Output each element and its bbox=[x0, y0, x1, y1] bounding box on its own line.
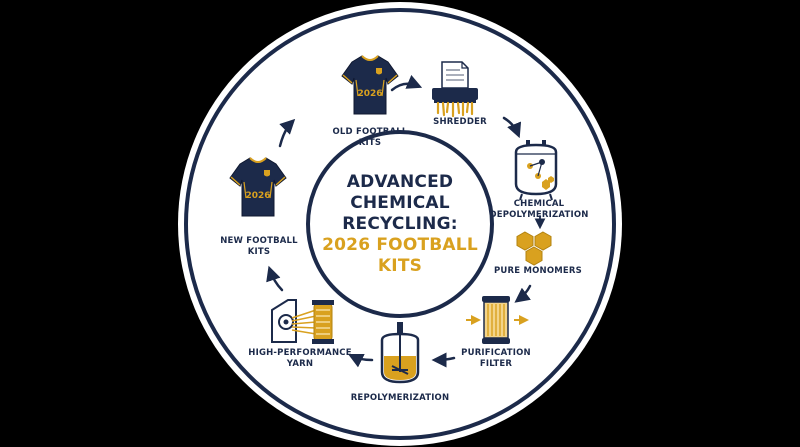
arrow-old-to-shredder bbox=[390, 74, 423, 92]
arrow-new-to-old bbox=[278, 118, 296, 148]
arrow-monomers-to-filter bbox=[514, 284, 532, 303]
diagram-title: ADVANCED CHEMICAL RECYCLING: 2026 FOOTBA… bbox=[318, 172, 482, 277]
reactor-tank-icon bbox=[380, 322, 420, 384]
arrow-shredder-to-depoly bbox=[502, 116, 522, 139]
filter-icon bbox=[466, 296, 529, 344]
title-line-1: ADVANCED bbox=[346, 172, 454, 192]
jersey-icon: 2026 bbox=[229, 157, 287, 217]
label-shredder: SHREDDER bbox=[433, 117, 487, 127]
jersey-icon: 2026 bbox=[341, 55, 399, 115]
label-repolymerization: REPOLYMERIZATION bbox=[350, 393, 450, 403]
arrow-filter-to-repoly bbox=[431, 352, 456, 368]
title-line-5: KITS bbox=[377, 256, 423, 276]
jersey-number: 2026 bbox=[357, 89, 382, 99]
title-line-3: RECYCLING: bbox=[342, 214, 458, 234]
label-monomers: PURE MONOMERS bbox=[494, 266, 582, 276]
title-line-2: CHEMICAL bbox=[350, 193, 450, 213]
shredder-icon bbox=[432, 61, 478, 118]
outer-ring-border bbox=[184, 8, 616, 440]
monomer-icon bbox=[516, 231, 552, 266]
jersey-number: 2026 bbox=[245, 191, 270, 201]
arrow-repoly-to-yarn bbox=[347, 353, 374, 368]
center-circle bbox=[306, 130, 494, 318]
title-line-4: 2026 FOOTBALL bbox=[322, 235, 478, 255]
arrow-yarn-to-new bbox=[266, 265, 284, 292]
reactor-icon bbox=[514, 140, 558, 201]
spinning-machine-icon bbox=[271, 299, 334, 344]
